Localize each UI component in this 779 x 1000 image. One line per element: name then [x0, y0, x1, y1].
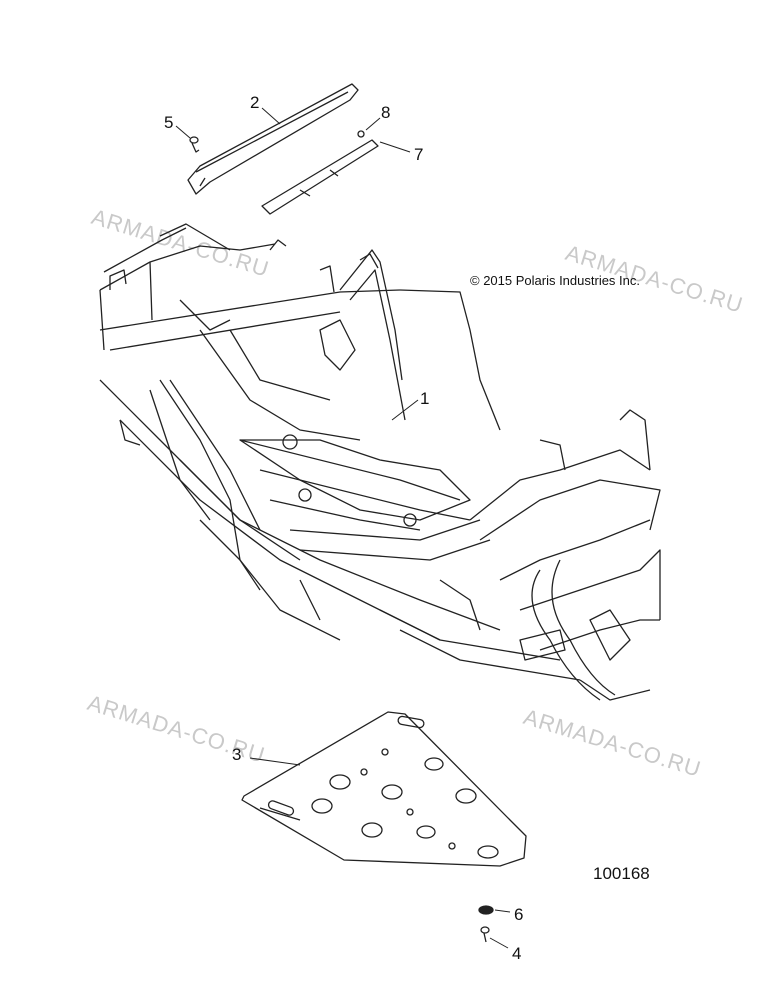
- part-7-bracket: [261, 139, 379, 215]
- callout-5: 5: [164, 113, 174, 132]
- callout-8: 8: [381, 103, 391, 122]
- copyright-notice: © 2015 Polaris Industries Inc.: [470, 273, 640, 288]
- part-6-washer: [478, 905, 494, 915]
- drawing-number: 100168: [593, 864, 650, 883]
- callout-7: 7: [414, 145, 424, 164]
- part-8-fastener: [357, 130, 365, 138]
- part-4-screw: [480, 926, 490, 943]
- callout-3: 3: [232, 745, 242, 764]
- leader-lines: [175, 107, 511, 949]
- part-2-rail: [187, 83, 359, 195]
- callout-1: 1: [420, 389, 430, 408]
- part-3-skid-plate: [241, 711, 527, 867]
- callout-6: 6: [514, 905, 524, 924]
- part-5-bolt: [189, 136, 200, 153]
- callout-4: 4: [512, 944, 522, 963]
- callout-2: 2: [250, 93, 260, 112]
- part-1-frame: [99, 223, 661, 701]
